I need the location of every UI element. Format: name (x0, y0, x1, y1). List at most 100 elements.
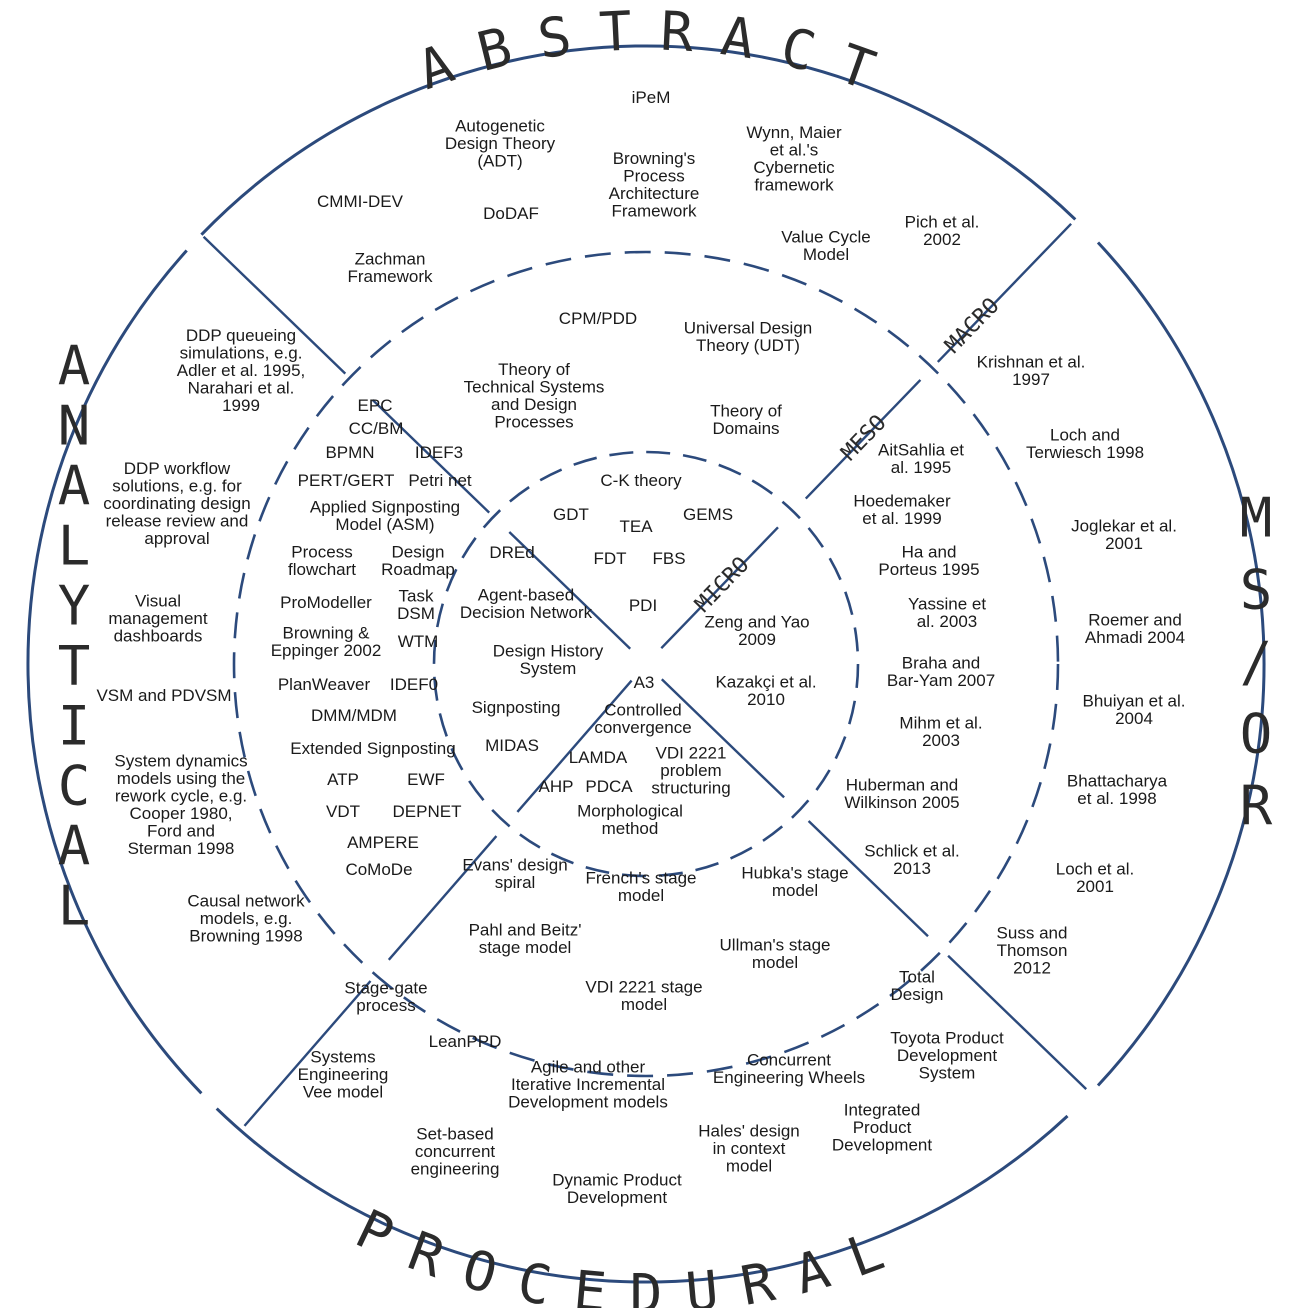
direction-abstract-letter: S (534, 4, 575, 71)
method-label-tea: TEA (619, 517, 653, 536)
direction-procedural-letter: D (630, 1263, 663, 1308)
method-label-epc: EPC (358, 396, 393, 415)
divider-ne-segment-2 (660, 526, 779, 650)
divider-nw-segment-2 (508, 531, 632, 650)
method-label-pahl: Pahl and Beitz'stage model (469, 920, 582, 957)
method-label-loch01: Loch et al.2001 (1056, 859, 1134, 896)
direction-analytical-letter: L (58, 875, 91, 938)
method-label-cpm: CPM/PDD (559, 309, 637, 328)
method-label-lamda: LAMDA (569, 748, 628, 767)
method-label-idef3: IDEF3 (415, 443, 463, 462)
direction-procedural-letter: C (513, 1250, 556, 1308)
direction-analytical-letter: A (58, 335, 91, 398)
direction-procedural-letter: R (400, 1219, 453, 1290)
ring-layer (26, 44, 1266, 1284)
method-label-bpmn: BPMN (325, 443, 374, 462)
divider-nw-segment-1 (371, 399, 491, 514)
direction-msor: MS/OR (1240, 487, 1273, 838)
method-label-idef0: IDEF0 (390, 675, 438, 694)
method-label-joglekar: Joglekar et al.2001 (1071, 516, 1177, 553)
method-label-a3: A3 (634, 673, 655, 692)
method-label-pert: PERT/GERT (298, 471, 395, 490)
method-label-wtm: WTM (398, 632, 439, 651)
method-label-signposting: Signposting (472, 698, 561, 717)
method-label-pich: Pich et al.2002 (905, 212, 980, 249)
direction-msor-letter: / (1240, 631, 1273, 694)
method-label-planweaver: PlanWeaver (278, 675, 371, 694)
divider-ne-segment-1 (804, 379, 922, 500)
scale-macro: MACRO (941, 293, 1005, 358)
direction-procedural-letter: L (839, 1219, 891, 1289)
direction-abstract-letter: A (717, 4, 758, 71)
method-label-mihm: Mihm et al.2003 (899, 713, 982, 750)
divider-sw-segment-0 (243, 980, 372, 1127)
method-label-fdt: FDT (593, 549, 626, 568)
method-label-cmmi: CMMI-DEV (317, 192, 404, 211)
method-label-krishnan: Krishnan et al.1997 (977, 352, 1086, 389)
method-label-midas: MIDAS (485, 736, 539, 755)
direction-abstract-letter: T (831, 32, 883, 102)
direction-analytical-letter: T (58, 635, 91, 698)
direction-analytical-letter: Y (58, 575, 91, 638)
method-label-browning-ep: Browning &Eppinger 2002 (271, 623, 382, 660)
method-label-comode: CoMoDe (345, 860, 412, 879)
method-label-ahp: AHP (539, 777, 574, 796)
method-label-gems: GEMS (683, 505, 733, 524)
method-label-ewf: EWF (407, 770, 445, 789)
direction-msor-letter: O (1240, 703, 1273, 766)
direction-abstract-letter: R (659, 0, 695, 64)
scale-micro: MICRO (690, 552, 754, 617)
method-label-fbs: FBS (652, 549, 685, 568)
method-label-dodaf: DoDAF (483, 204, 539, 223)
method-label-gdt: GDT (553, 505, 589, 524)
outer-ring-arc-0 (200, 44, 1077, 236)
method-label-ampere: AMPERE (347, 833, 419, 852)
meso-ring (232, 250, 1060, 1078)
method-label-ck: C-K theory (600, 471, 682, 490)
method-label-vdt: VDT (326, 802, 360, 821)
direction-procedural-letter: A (788, 1237, 836, 1306)
method-label-ipem: iPeM (632, 88, 671, 107)
direction-analytical-letter: A (58, 455, 91, 518)
direction-msor-letter: S (1240, 559, 1273, 622)
direction-msor-letter: R (1240, 775, 1273, 838)
divider-se-segment-0 (947, 954, 1088, 1090)
direction-analytical-letter: C (58, 755, 91, 818)
micro-ring (432, 450, 860, 878)
direction-analytical-letter: L (58, 515, 91, 578)
divider-se-segment-2 (660, 678, 785, 799)
